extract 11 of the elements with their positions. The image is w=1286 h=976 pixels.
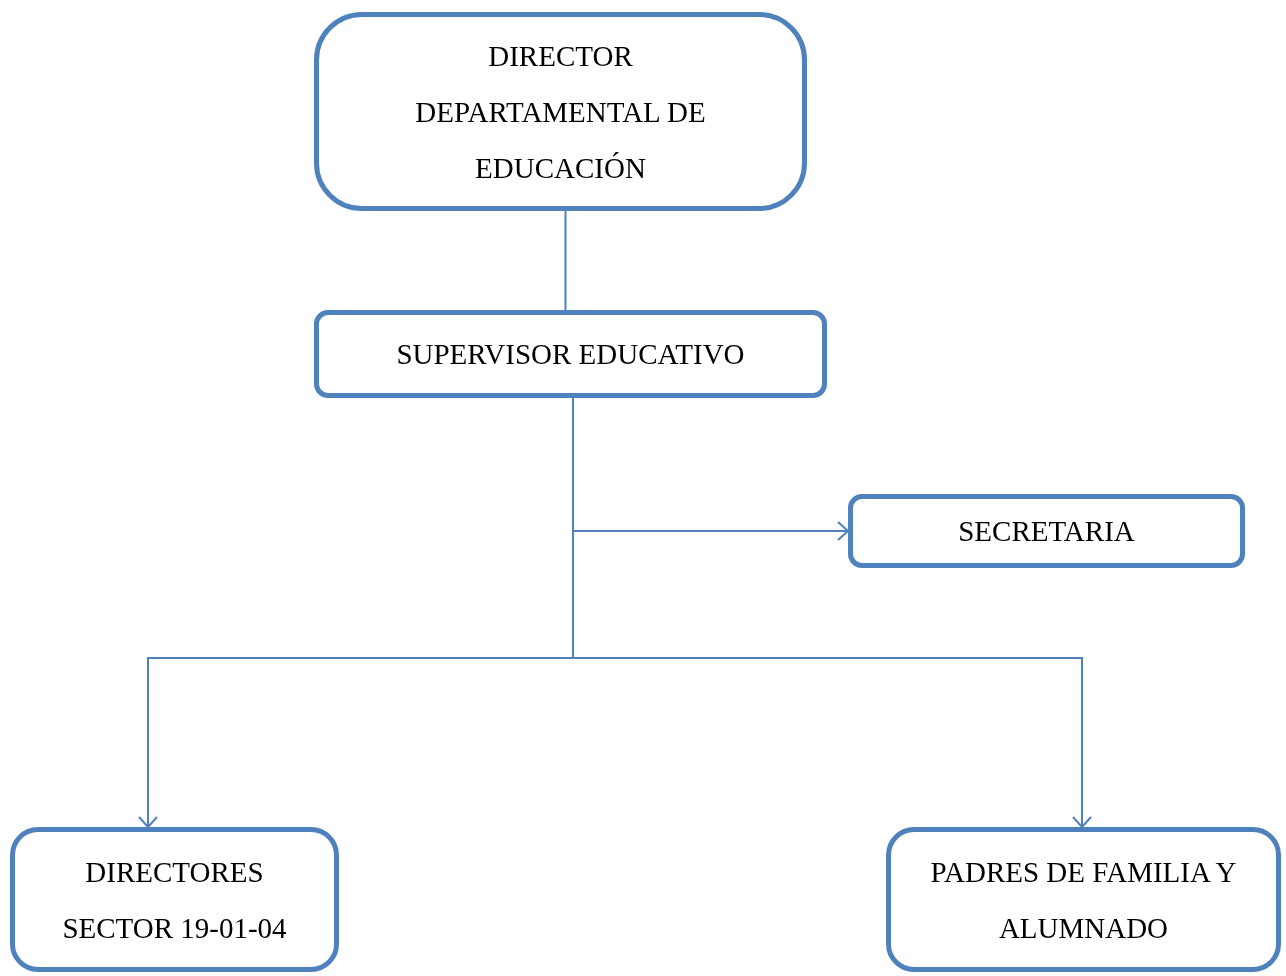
box-label: PADRES DE FAMILIA Y ALUMNADO bbox=[929, 854, 1238, 946]
org-box bbox=[314, 310, 827, 398]
box-label: DIRECTORES SECTOR 19-01-04 bbox=[61, 854, 288, 946]
org-box bbox=[886, 827, 1281, 972]
org-box bbox=[848, 494, 1245, 568]
box-label: SUPERVISOR EDUCATIVO bbox=[396, 337, 745, 372]
org-box bbox=[314, 12, 807, 211]
box-label: SECRETARIA bbox=[958, 514, 1135, 549]
org-box bbox=[10, 827, 339, 972]
connector-line bbox=[564, 210, 567, 311]
box-label: DIRECTOR DEPARTAMENTAL DE EDUCACIÓN bbox=[414, 38, 707, 186]
